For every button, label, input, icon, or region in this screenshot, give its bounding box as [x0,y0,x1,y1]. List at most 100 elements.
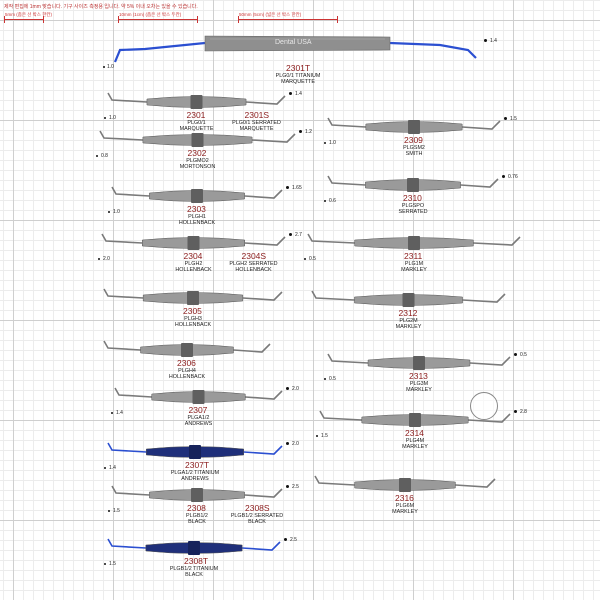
working-end-left [111,186,150,197]
instrument-code: 2310 [403,193,422,203]
working-end-right [460,178,499,188]
instrument-name-line: MARKLEY [401,267,427,274]
handle-grip [408,236,420,250]
tip-dot [104,117,106,119]
tip-size-right: 1.65 [292,185,302,191]
tip-dot [514,410,517,413]
working-end-right [242,291,283,301]
handle-grip [409,413,421,427]
instrument-name-line: PLGH4 [178,368,196,374]
tip-size-left: 1.5 [109,561,116,567]
tip-dot [324,200,326,202]
instrument-code: 2311 [404,251,423,261]
tip-size-left: 0.5 [309,256,316,262]
tip-dot [98,258,100,260]
working-end-left [311,290,355,301]
tip-dot [108,510,110,512]
tip-dot [514,353,517,356]
working-end-right [468,413,511,423]
instrument-name-line: MARQUETTE [179,126,214,133]
tip-size-left: 2.0 [103,256,110,262]
tip-size-right: 1.5 [510,116,517,122]
tip-size-left: 1.0 [329,140,336,146]
working-end-right [244,488,283,498]
instrument-name-line: PLGMO2 [186,158,209,164]
instrument-code: 2312 [398,308,418,318]
instrument-name-line: SERRATED [398,209,428,216]
tip-size-right: 1.4 [295,91,302,97]
working-end-right [244,236,286,246]
tip-size-left: 0.8 [101,153,108,159]
tip-size-left: 1.0 [113,209,120,215]
instrument-code: 2303 [187,204,206,214]
handle-grip [399,478,411,492]
instrument-code: 2304S [241,251,267,261]
tip-dot [299,130,302,133]
working-end-left [103,288,144,299]
handle-grip [191,488,203,502]
scale-bar-label: 50mm (5cm) (넓은 선 박스 한칸) [239,12,302,17]
tip-size-right: 2.7 [295,232,302,238]
instrument-name-line: SMITH [405,151,423,158]
working-end-right [462,293,506,303]
handle-grip [187,291,199,305]
instrument-code: 2307T [185,460,210,470]
tip-dot [284,538,287,541]
handle-grip [188,541,200,555]
instrument-code: 2314 [405,428,424,438]
tip-size-left: 1.5 [113,508,120,514]
tip-size-left: 1.0 [107,64,114,70]
instrument-code: 2304 [183,251,203,261]
instrument-name-line: HOLLENBACK [175,267,212,274]
scale-bar-label: 10mm (1cm) (좁은 선 박스 두칸) [119,12,182,17]
tip-dot [484,39,487,42]
scale-bar-10mm: 10mm (1cm) (좁은 선 박스 두칸) [118,12,198,23]
instrument-name-line: PLGSPO [401,203,425,209]
working-end-left [114,387,152,398]
working-end-right [244,189,283,199]
handle-grip [413,356,425,370]
instrument-code: 2301S [244,110,270,120]
tip-dot [502,175,505,178]
tip-dot [286,442,289,445]
tip-size-left: 1.0 [109,115,116,121]
handle-grip [191,189,203,203]
instrument-code: 2301T [286,63,311,73]
working-end-right [243,445,283,455]
working-end-left [327,117,366,128]
handle-grip [191,133,204,147]
tip-size-right: 2.8 [520,409,527,415]
instrument-name-line: BLACK [188,519,206,526]
instrument-code: 2308 [187,503,206,513]
tip-dot [286,387,289,390]
instrument-code: 2305 [183,306,202,316]
instrument-code: 2301 [186,110,206,120]
working-end-right [233,343,271,353]
tip-dot [504,117,507,120]
working-end-left [107,92,147,103]
instrument-name-line: HOLLENBACK [168,374,206,381]
instrument-name-line: PLGB1/2 [186,513,208,519]
scale-bar-label: 5mm (좁은 선 박스 한칸) [5,12,52,17]
tip-dot [304,258,306,260]
instrument-name-line: MARKLEY [392,509,418,516]
instrument-name-line: PLGA1/2 [187,415,210,421]
